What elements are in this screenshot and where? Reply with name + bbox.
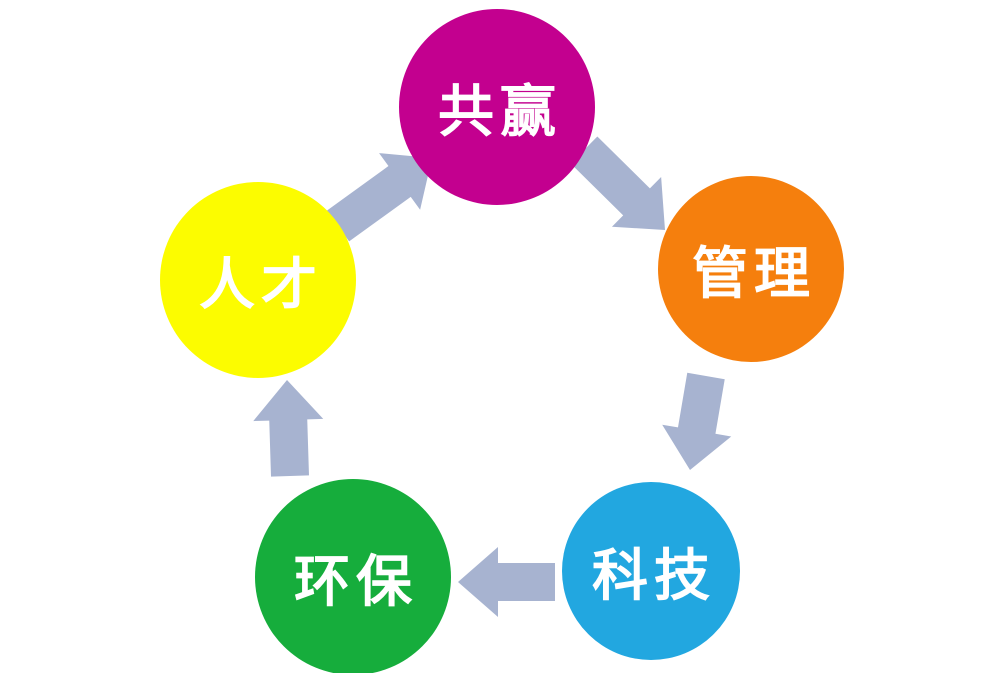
node-technology-label: 科技 xyxy=(592,545,716,608)
arrow-management-to-technology xyxy=(662,372,732,471)
node-win-win-label: 共赢 xyxy=(438,81,562,144)
node-talent: 人才 xyxy=(160,182,356,378)
node-technology: 科技 xyxy=(562,482,740,660)
node-environment-label: 环保 xyxy=(294,551,418,614)
node-win-win: 共赢 xyxy=(399,9,595,205)
arrow-talent-to-win-win xyxy=(326,153,433,242)
node-management-label: 管理 xyxy=(692,243,816,306)
arrow-environment-to-talent xyxy=(253,379,324,477)
node-talent-label: 人才 xyxy=(199,254,323,317)
node-management: 管理 xyxy=(658,176,844,362)
arrow-technology-to-environment xyxy=(458,547,555,617)
arrow-win-win-to-management xyxy=(570,136,666,231)
node-environment: 环保 xyxy=(255,479,451,673)
